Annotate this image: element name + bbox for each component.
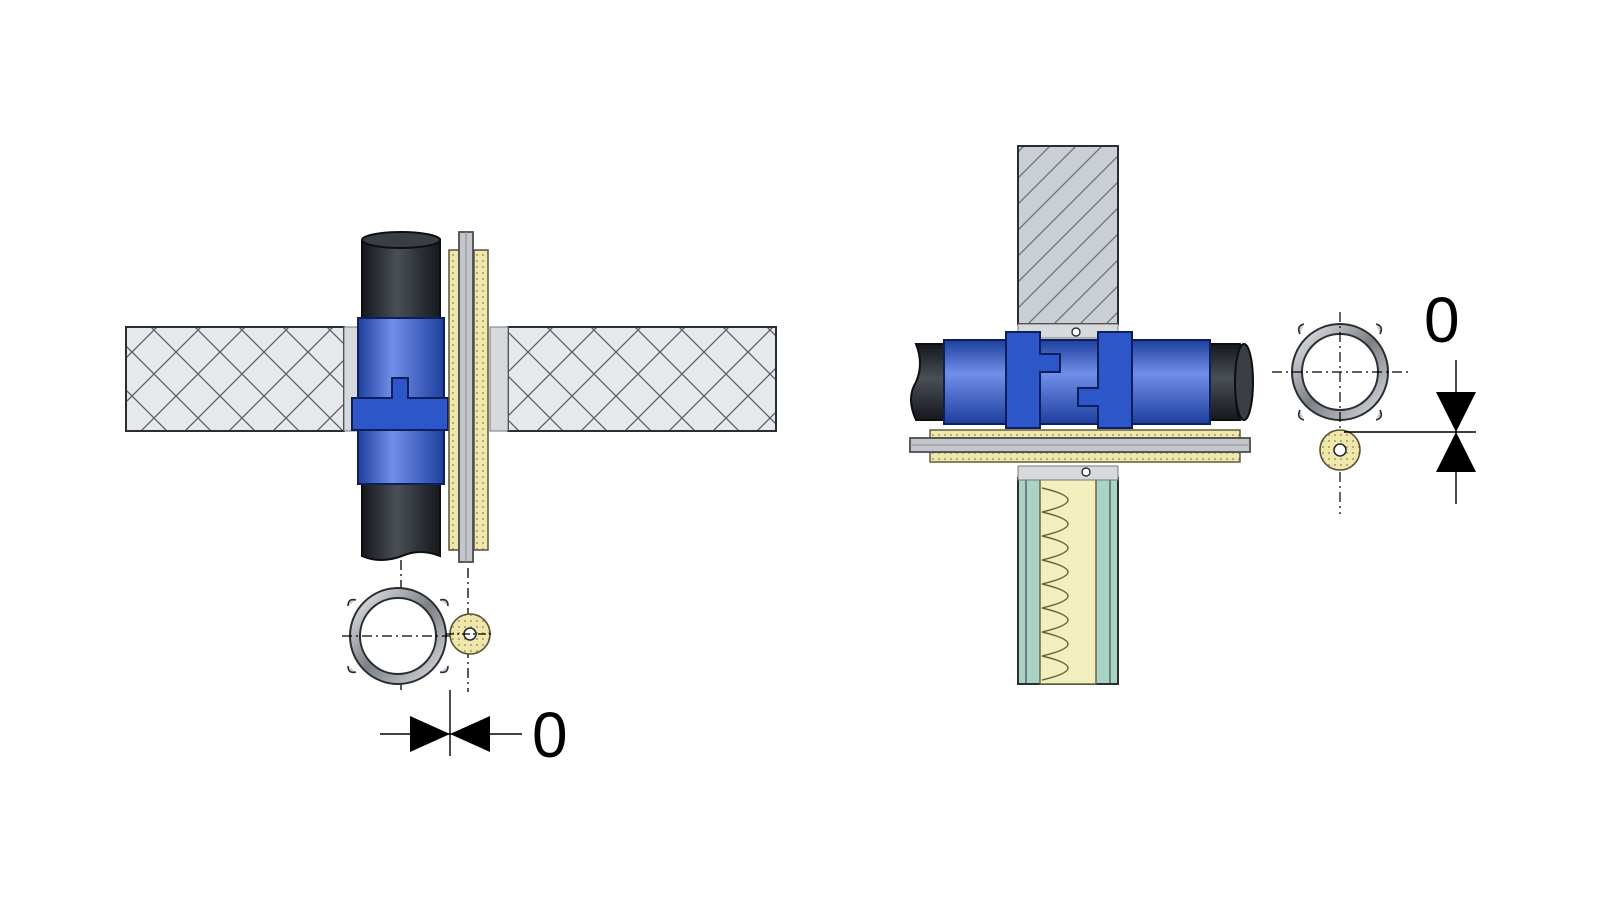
dimension-right: 0 (1344, 284, 1476, 504)
fire-sleeve-left (351, 317, 449, 485)
slab-liner-right (489, 326, 509, 432)
dimension-value-right: 0 (1424, 284, 1460, 356)
fire-collar-plate-horizontal (909, 429, 1251, 463)
dimension-left: 0 (380, 690, 568, 771)
masonry-wall (1017, 145, 1119, 325)
insulated-rod-side-view (1319, 429, 1361, 471)
floor-slab-right (507, 326, 777, 432)
floor-slab-left (125, 326, 345, 432)
right-diagram: 0 (909, 145, 1476, 685)
dimension-value-left: 0 (532, 699, 568, 771)
insulated-rod-top-view (446, 613, 494, 655)
sleeve-ring-top-view (342, 587, 454, 685)
sleeve-ring-side-view (1272, 312, 1408, 514)
fire-collar-plate (448, 231, 489, 563)
left-diagram: 0 (125, 231, 777, 771)
drywall-wall (1017, 477, 1119, 685)
fire-sleeve-right (943, 327, 1211, 477)
wall-liner-bottom (1017, 465, 1119, 481)
